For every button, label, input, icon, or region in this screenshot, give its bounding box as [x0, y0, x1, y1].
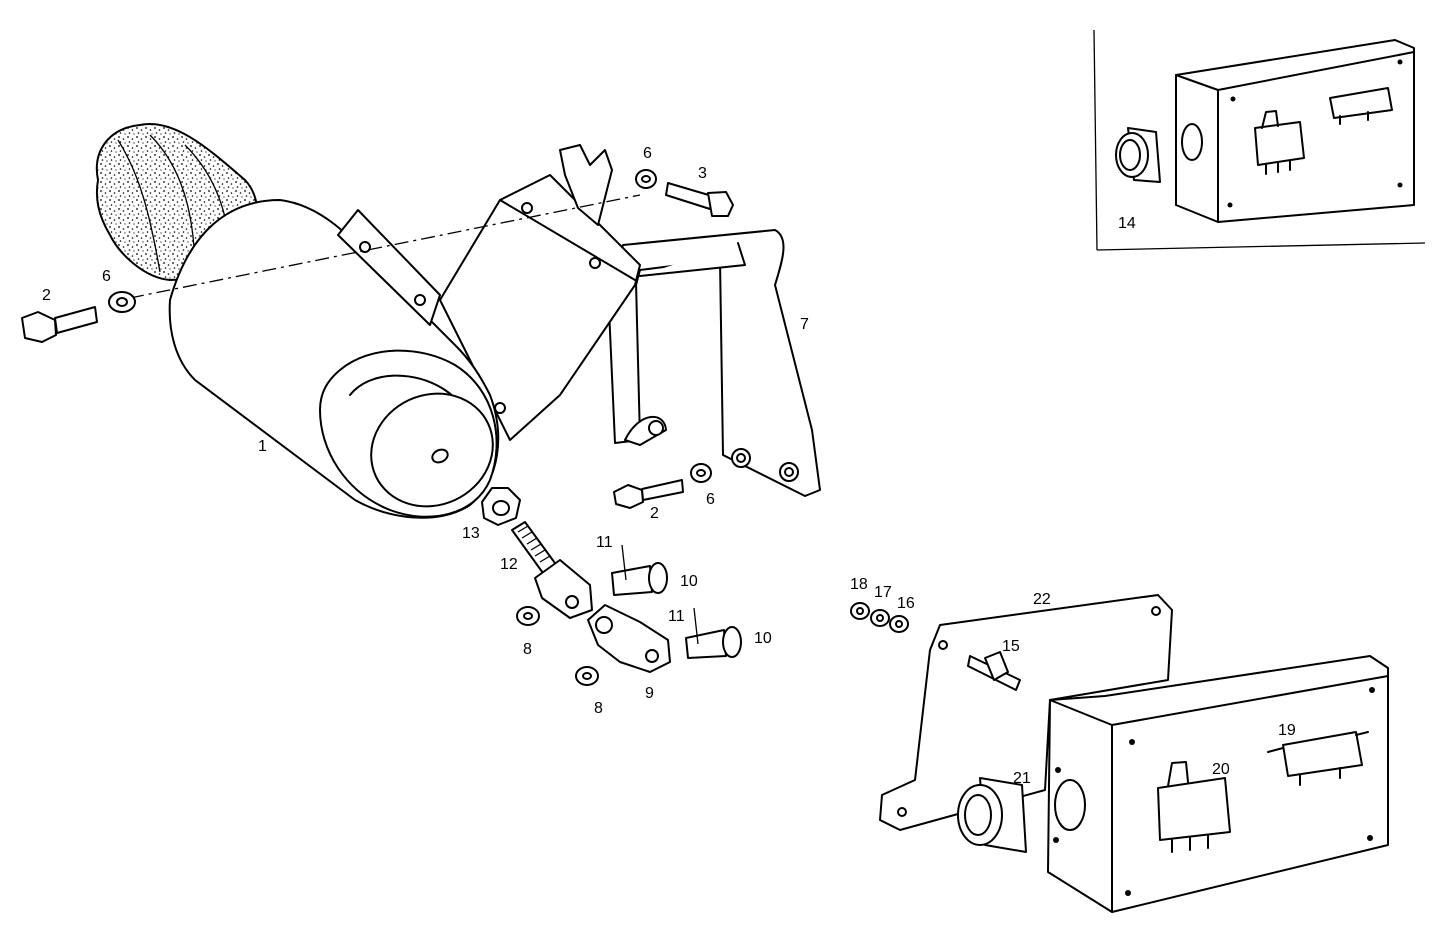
bolt-3: [665, 182, 734, 217]
label-9: 9: [645, 685, 654, 702]
pin-10-lower: [685, 607, 742, 659]
label-21: 21: [1013, 770, 1031, 787]
label-13: 13: [462, 525, 480, 542]
bolt-2-lower: [613, 479, 684, 509]
label-8-lower: 8: [594, 700, 603, 717]
inset-frame: [1093, 29, 1426, 251]
washer-8-upper: [516, 606, 540, 626]
inset-relay-large: [1254, 110, 1305, 175]
relay-19: [1267, 731, 1369, 786]
label-12: 12: [500, 556, 518, 573]
label-6-top: 6: [643, 145, 652, 162]
label-19: 19: [1278, 722, 1296, 739]
bracket-7: [607, 229, 821, 497]
washer-6-top: [635, 169, 657, 189]
solenoid-1: [95, 123, 641, 519]
part-labels: 1 2 6 6 3 7 2 6 13 12 11 10 11 10 8 8 9 …: [42, 145, 1296, 787]
label-6-lower: 6: [706, 491, 715, 508]
nuts-16-17-18: [850, 602, 909, 633]
label-11-lower: 11: [668, 608, 685, 625]
washer-6-lower: [690, 463, 712, 483]
label-10-upper: 10: [680, 573, 698, 590]
label-11-upper: 11: [596, 534, 613, 551]
label-16: 16: [897, 595, 915, 612]
label-17: 17: [874, 584, 892, 601]
label-22: 22: [1033, 591, 1051, 608]
label-8-upper: 8: [523, 641, 532, 658]
label-10-lower: 10: [754, 630, 772, 647]
stud-15: [967, 651, 1021, 691]
nut-13: [481, 487, 521, 526]
label-18: 18: [850, 576, 868, 593]
mounting-plate: [439, 144, 641, 441]
bolt-2-left: [21, 306, 98, 343]
label-20: 20: [1212, 761, 1230, 778]
connector-21: [957, 777, 1027, 853]
washer-6-left: [108, 291, 136, 313]
relay-20: [1157, 761, 1231, 853]
label-3: 3: [698, 165, 707, 182]
label-6-left: 6: [102, 268, 111, 285]
label-2-left: 2: [42, 287, 51, 304]
inset-connector: [1115, 127, 1161, 183]
label-15: 15: [1002, 638, 1020, 655]
washer-8-lower: [575, 666, 599, 686]
pin-10-upper: [611, 544, 668, 596]
clevis-9: [587, 604, 671, 673]
label-14: 14: [1118, 215, 1136, 232]
threaded-rod-12: [511, 521, 593, 619]
label-2-lower: 2: [650, 505, 659, 522]
label-7: 7: [800, 316, 809, 333]
inset-relay-small: [1329, 87, 1393, 125]
label-1: 1: [258, 438, 267, 455]
